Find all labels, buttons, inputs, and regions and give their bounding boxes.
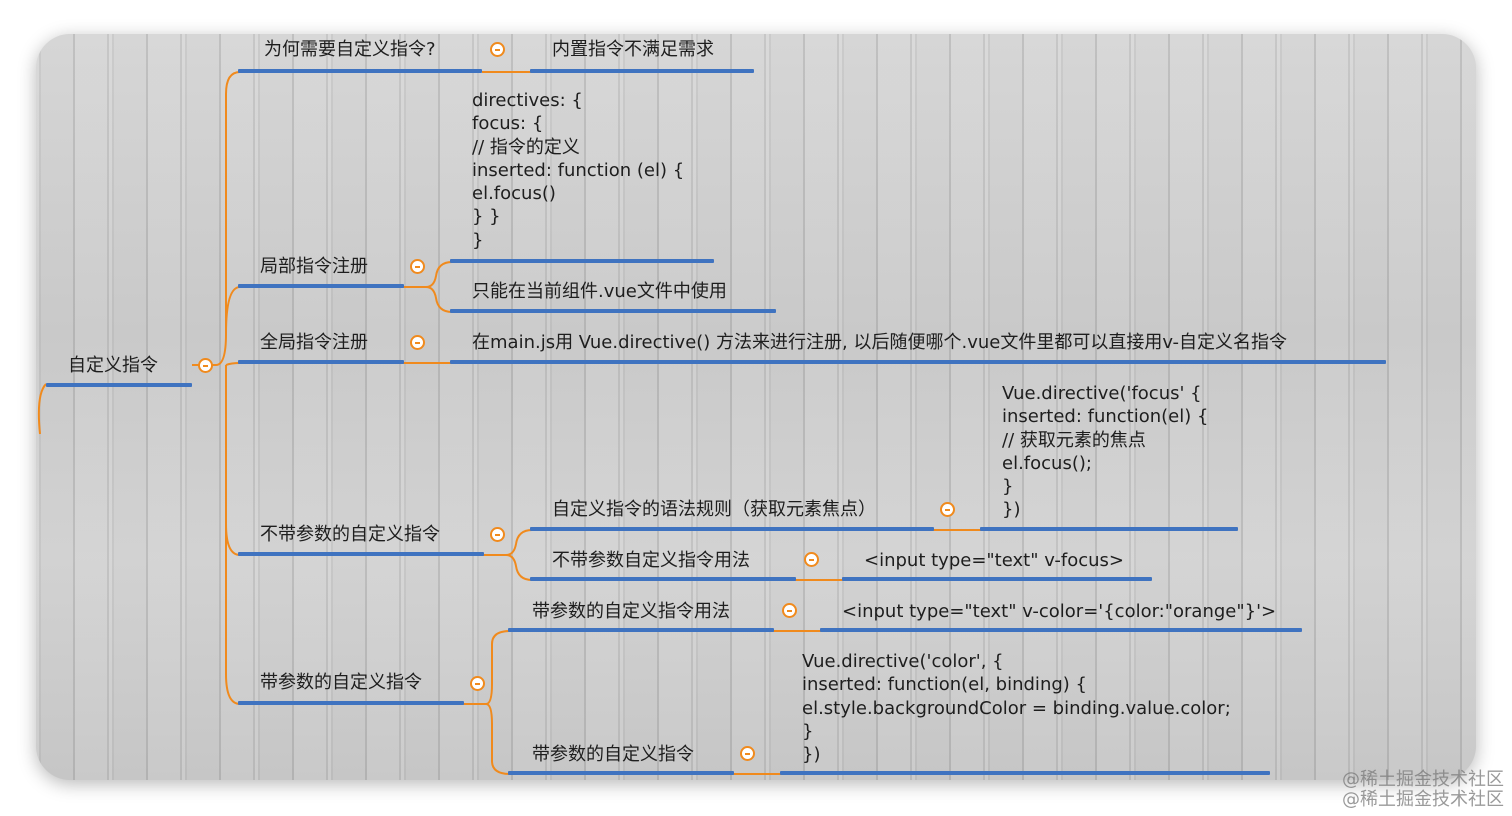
why-answer-underline [530,69,754,73]
root-node-underline [46,383,192,387]
connector-lines [37,71,982,775]
param-usage-code-underline [820,628,1302,632]
connector-usage [505,554,533,581]
syntax-code-underline [980,527,1238,531]
local-code-line: // 指令的定义 [472,136,580,158]
param-usage-code-label: <input type="text" v-color='{color:"oran… [842,601,1277,622]
watermark: @稀土掘金技术社区 @稀土掘金技术社区 [1342,770,1504,810]
param-def-code-line: }) [802,744,821,766]
syntax-node-underline [530,527,934,531]
no-param-node-label: 不带参数的自定义指令 [260,524,440,545]
global-node-underline [238,360,404,364]
connector-param-def [485,703,511,775]
usage-collapse-icon[interactable] [804,552,819,567]
connector-local-note [425,286,453,313]
connector-param-usage [462,630,511,705]
syntax-code-line: el.focus(); [1002,452,1092,474]
local-collapse-icon[interactable] [410,259,425,274]
connector-local [225,286,241,335]
local-code-line: focus: { [472,113,544,135]
mindmap-canvas: 自定义指令 为何需要自定义指令? 内置指令不满足需求 局部指令注册 direct… [36,34,1476,780]
param-def-node-label: 带参数的自定义指令 [532,744,694,765]
connector-with-param [225,524,241,705]
syntax-code-line: }) [1002,499,1021,521]
global-note-label: 在main.js用 Vue.directive() 方法来进行注册, 以后随便哪… [472,332,1288,353]
with-param-collapse-icon[interactable] [470,676,485,691]
local-code-line: inserted: function (el) { [472,159,685,181]
syntax-code-block: Vue.directive('focus' { inserted: functi… [1002,382,1208,522]
param-def-code-line: Vue.directive('color', { [802,651,1004,672]
global-note-underline [450,360,1386,364]
local-note-underline [450,309,776,313]
syntax-node-label: 自定义指令的语法规则（获取元素焦点） [552,499,876,520]
local-code-line: } [472,229,484,251]
why-node-label: 为何需要自定义指令? [264,39,436,60]
usage-node-underline [530,577,796,581]
global-collapse-icon[interactable] [410,335,425,350]
watermark-line: @稀土掘金技术社区 [1342,769,1504,790]
param-def-code-line: inserted: function(el, binding) { [802,674,1087,696]
syntax-collapse-icon[interactable] [940,502,955,517]
local-code-line: } } [472,206,501,228]
param-usage-collapse-icon[interactable] [782,603,797,618]
with-param-node-underline [238,701,464,705]
why-answer-label: 内置指令不满足需求 [552,39,714,60]
syntax-code-line: } [1002,476,1014,498]
local-node-label: 局部指令注册 [260,256,368,277]
local-code-line: el.focus() [472,183,556,205]
no-param-collapse-icon[interactable] [490,527,505,542]
param-usage-node-label: 带参数的自定义指令用法 [532,601,730,622]
usage-code-underline [842,577,1152,581]
root-collapse-icon[interactable] [198,358,213,373]
why-collapse-icon[interactable] [490,42,505,57]
local-code-underline [450,259,714,263]
connector-no-param [225,365,241,556]
syntax-code-line: Vue.directive('focus' { [1002,383,1202,404]
connector-why [215,71,241,366]
no-param-node-underline [238,552,484,556]
param-def-code-block: Vue.directive('color', { inserted: funct… [802,650,1231,766]
local-node-underline [238,284,404,288]
syntax-code-line: // 获取元素的焦点 [1002,429,1146,451]
param-def-node-underline [508,771,734,775]
local-code-block: directives: { focus: { // 指令的定义 inserted… [472,89,684,252]
with-param-node-label: 带参数的自定义指令 [260,672,422,693]
root-node-label: 自定义指令 [68,355,158,376]
why-node-underline [238,69,482,73]
usage-node-label: 不带参数自定义指令用法 [552,550,750,571]
param-def-code-line: } [802,720,814,742]
local-note-label: 只能在当前组件.vue文件中使用 [472,281,727,302]
usage-code-label: <input type="text" v-focus> [864,550,1124,571]
global-node-label: 全局指令注册 [260,332,368,353]
param-usage-node-underline [508,628,774,632]
param-def-code-underline [780,771,1270,775]
root-stub-connector [37,383,47,435]
param-def-code-line: el.style.backgroundColor = binding.value… [802,697,1231,719]
syntax-code-line: inserted: function(el) { [1002,406,1209,428]
watermark-line: @稀土掘金技术社区 [1342,789,1504,810]
param-def-collapse-icon[interactable] [740,746,755,761]
local-code-line: directives: { [472,90,583,111]
